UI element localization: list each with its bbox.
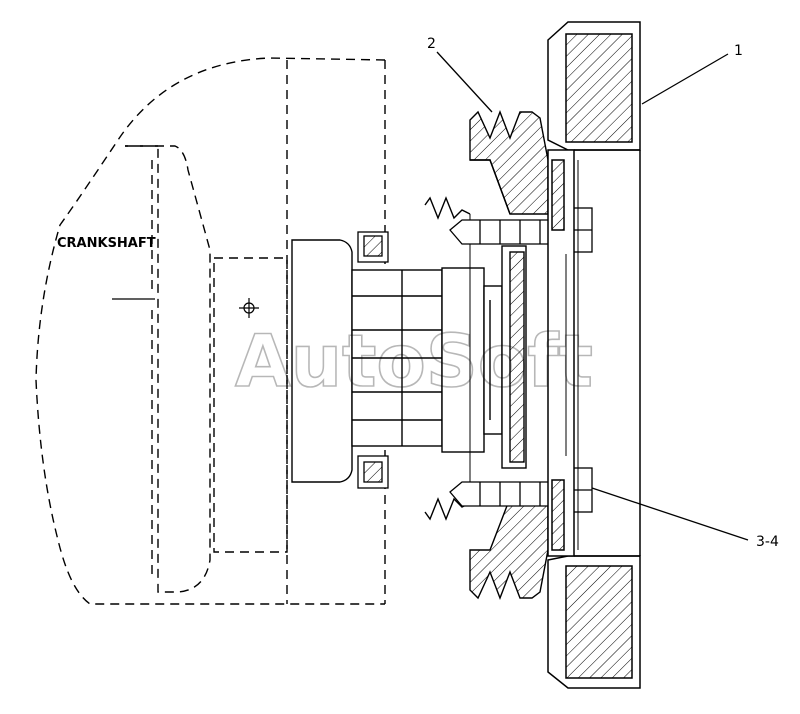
watermark: AutoSoft xyxy=(235,319,593,403)
crankshaft-label: CRANKSHAFT xyxy=(57,236,156,251)
callout-leaders xyxy=(436,51,749,541)
pulley xyxy=(424,110,549,600)
front-seal xyxy=(357,231,389,489)
callout-2: 2 xyxy=(427,36,436,52)
upper-bolt xyxy=(449,207,593,253)
damper-hub xyxy=(291,239,503,483)
center-mark-icon xyxy=(239,298,259,318)
callout-3-4: 3-4 xyxy=(756,534,779,550)
callout-1: 1 xyxy=(734,43,743,59)
vibration-damper xyxy=(547,21,641,689)
